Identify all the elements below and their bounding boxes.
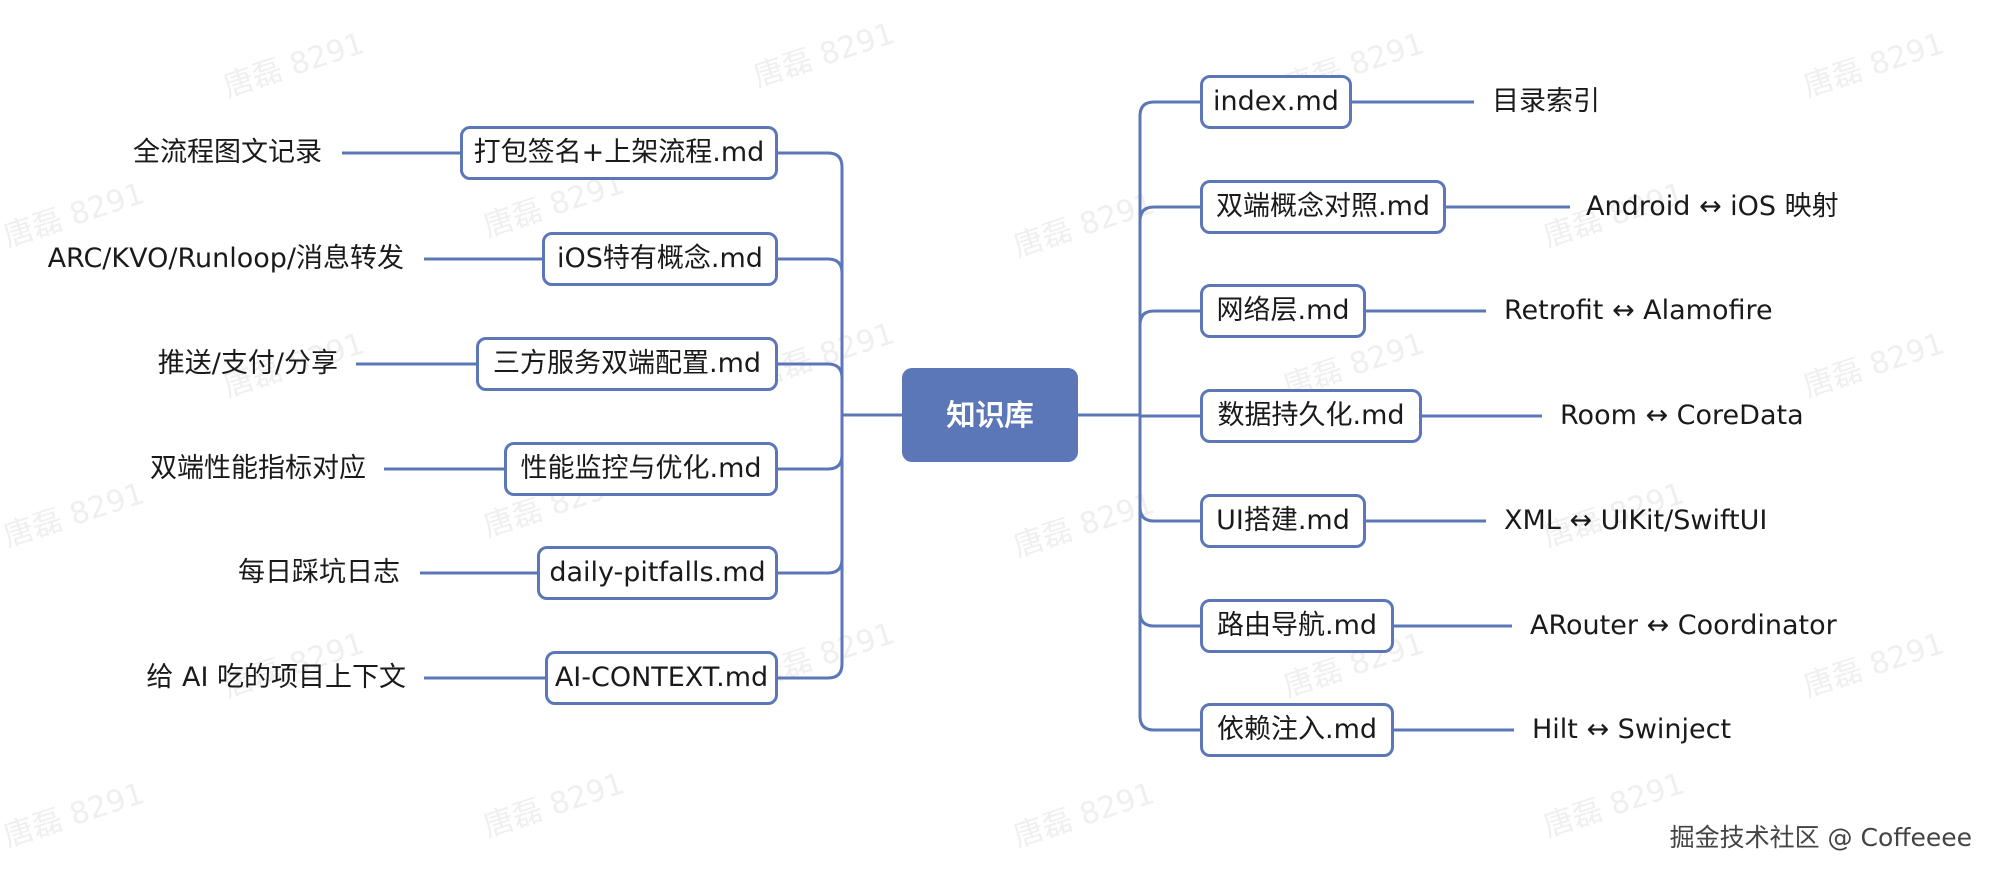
right-file-node[interactable]: 数据持久化.md bbox=[1200, 389, 1422, 443]
left-note-label: 每日踩坑日志 bbox=[238, 557, 400, 588]
right-file-node[interactable]: UI搭建.md bbox=[1200, 494, 1366, 548]
left-file-node[interactable]: 性能监控与优化.md bbox=[504, 442, 778, 496]
left-file-node[interactable]: 打包签名+上架流程.md bbox=[460, 126, 778, 180]
right-note-label: XML ↔ UIKit/SwiftUI bbox=[1504, 505, 1768, 536]
right-file-node[interactable]: 依赖注入.md bbox=[1200, 703, 1394, 757]
right-note-label: Hilt ↔ Swinject bbox=[1532, 714, 1732, 745]
left-note-label: 推送/支付/分享 bbox=[157, 348, 338, 379]
left-file-node[interactable]: AI-CONTEXT.md bbox=[545, 651, 778, 705]
right-note-label: Retrofit ↔ Alamofire bbox=[1504, 295, 1773, 326]
left-note-label: 给 AI 吃的项目上下文 bbox=[146, 662, 406, 693]
right-note-label: ARouter ↔ Coordinator bbox=[1530, 610, 1837, 641]
right-file-node[interactable]: 网络层.md bbox=[1200, 284, 1366, 338]
left-file-node[interactable]: daily-pitfalls.md bbox=[537, 546, 778, 600]
left-note-label: 全流程图文记录 bbox=[133, 137, 322, 168]
left-note-label: 双端性能指标对应 bbox=[150, 453, 366, 484]
left-file-node[interactable]: iOS特有概念.md bbox=[542, 232, 778, 286]
left-file-node[interactable]: 三方服务双端配置.md bbox=[476, 337, 778, 391]
right-file-node[interactable]: 双端概念对照.md bbox=[1200, 180, 1446, 234]
footer-credit: 掘金技术社区 @ Coffeeee bbox=[1669, 823, 1972, 852]
right-file-node[interactable]: index.md bbox=[1200, 75, 1352, 129]
right-note-label: Room ↔ CoreData bbox=[1560, 400, 1804, 431]
root-node-knowledge-base[interactable]: 知识库 bbox=[902, 368, 1078, 462]
right-note-label: Android ↔ iOS 映射 bbox=[1586, 191, 1839, 222]
right-note-label: 目录索引 bbox=[1492, 86, 1600, 117]
right-file-node[interactable]: 路由导航.md bbox=[1200, 599, 1394, 653]
left-note-label: ARC/KVO/Runloop/消息转发 bbox=[47, 243, 404, 274]
